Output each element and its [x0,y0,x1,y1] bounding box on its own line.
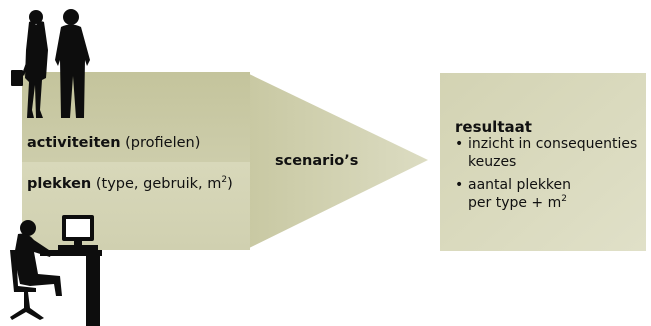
bullet-2-marker: • [455,177,464,193]
bullet-1-line-2: keuzes [468,154,517,170]
result-title: resultaat [455,118,532,136]
places-label-superscript: 2 [221,175,228,185]
bullet-2-line-1: aantal plekken [468,177,572,193]
activities-panel [22,72,250,162]
activities-label-rest: (profielen) [120,135,201,151]
activities-label-bold: activiteiten [27,135,121,151]
business-people-icon [11,9,90,118]
scenarios-label: scenario’s [275,153,359,169]
places-label-close: ) [227,176,233,192]
scenario-arrow-shape [245,72,428,250]
bullet-2-line-2: per type + m2 [468,195,567,212]
places-label: plekken (type, gebruik, m2) [27,176,233,193]
places-panel [22,162,250,250]
bullet-1-line-1: inzicht in consequenties [468,136,638,152]
bullet-2-line-2-text: per type + m [468,195,562,211]
places-label-rest: (type, gebruik, m [91,176,222,192]
bullet-1-marker: • [455,136,464,152]
person-at-computer-icon [10,215,102,326]
bullet-2-superscript: 2 [561,194,567,204]
places-label-bold: plekken [27,176,92,192]
result-box [440,73,646,251]
activities-label: activiteiten (profielen) [27,135,200,152]
